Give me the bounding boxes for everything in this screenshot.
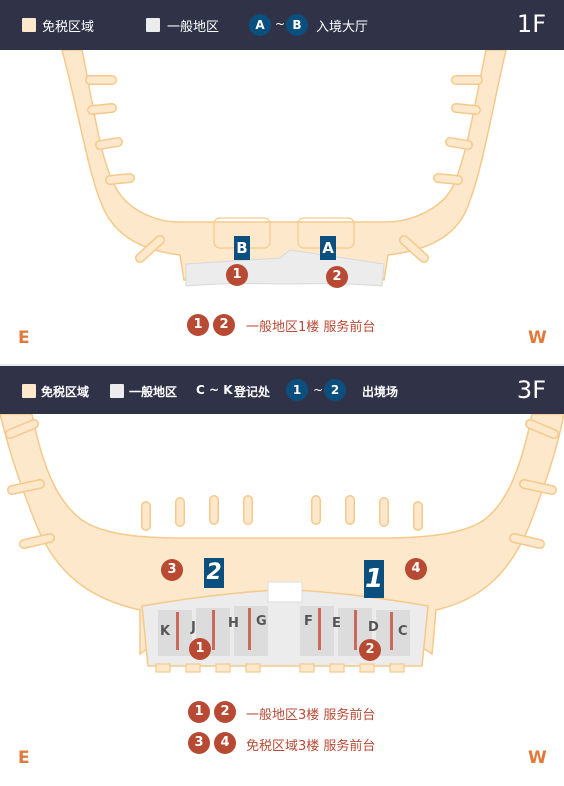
counter-h: H — [228, 616, 239, 631]
compass-east-1f: E — [18, 328, 30, 348]
legend-marker-1: 1 — [187, 314, 209, 336]
gate-b-badge: B — [286, 14, 308, 36]
service-point-3: 3 — [161, 559, 183, 581]
duty-free-label: 免税区域 — [42, 20, 95, 35]
legend-marker-4: 4 — [214, 732, 236, 754]
counter-f: F — [304, 614, 313, 629]
service-desk-legend-general-3f: 一般地区3楼 服务前台 — [246, 708, 376, 723]
arrival-hall-label: 入境大厅 — [316, 20, 369, 35]
service-desk-legend-dutyfree-3f: 免税区域3楼 服务前台 — [246, 739, 376, 754]
general-area-label: 一般地区 — [167, 20, 220, 35]
counter-g: G — [256, 614, 267, 629]
gate-a-badge: A — [249, 14, 271, 36]
gate-1-badge: 1 — [286, 379, 308, 401]
service-point-1: 1 — [226, 264, 248, 286]
gate-1-marker: 1 — [364, 560, 384, 598]
range-tilde: ~ — [275, 17, 286, 31]
general-area-swatch — [110, 384, 124, 398]
counter-k: K — [160, 624, 171, 639]
counter-d: D — [368, 620, 379, 635]
floor3-legend-bar: 免税区域 一般地区 C ~ K 登记处 1 ~ 2 出境场 3F — [0, 366, 564, 414]
floor1-legend-bar: 免税区域 一般地区 A ~ B 入境大厅 1F — [0, 0, 564, 50]
gate-2-marker: 2 — [204, 558, 224, 588]
service-point-2: 2 — [359, 639, 381, 661]
legend-marker-3: 3 — [188, 732, 210, 754]
checkin-label: 登记处 — [234, 385, 271, 399]
floor-label-1f: 1F — [516, 10, 546, 38]
compass-east-3f: E — [18, 748, 30, 768]
range-tilde: ~ — [313, 383, 324, 397]
service-point-4: 4 — [405, 558, 427, 580]
floor1-map: B A 1 2 1 2 一般地区1楼 服务前台 E W — [0, 50, 564, 366]
compass-west-1f: W — [528, 328, 547, 348]
compass-west-3f: W — [528, 748, 547, 768]
general-area-label: 一般地区 — [129, 385, 178, 399]
legend-marker-1: 1 — [188, 701, 210, 723]
gate-2-badge: 2 — [324, 379, 346, 401]
duty-free-swatch — [22, 18, 36, 32]
departure-hall-label: 出境场 — [362, 385, 399, 399]
floor-divider — [0, 364, 564, 366]
gate-b-marker: B — [234, 236, 250, 260]
duty-free-swatch — [22, 384, 36, 398]
service-point-1: 1 — [189, 638, 211, 660]
duty-free-label: 免税区域 — [41, 385, 90, 399]
floor3-terminal-shape — [0, 414, 564, 673]
counter-e: E — [332, 616, 341, 631]
legend-marker-2: 2 — [214, 701, 236, 723]
service-point-2: 2 — [326, 266, 348, 288]
floor3-map: K J H G F E D C 2 1 3 4 1 2 1 2 一般地区3楼 服… — [0, 414, 564, 786]
counter-c: C — [398, 624, 408, 639]
general-area-swatch — [146, 18, 160, 32]
gate-a-marker: A — [320, 236, 336, 260]
legend-marker-2: 2 — [213, 314, 235, 336]
counter-j: J — [191, 620, 196, 635]
checkin-range: C ~ K — [196, 383, 233, 397]
floor-label-3f: 3F — [516, 376, 546, 404]
service-desk-legend-1f: 一般地区1楼 服务前台 — [246, 320, 376, 335]
